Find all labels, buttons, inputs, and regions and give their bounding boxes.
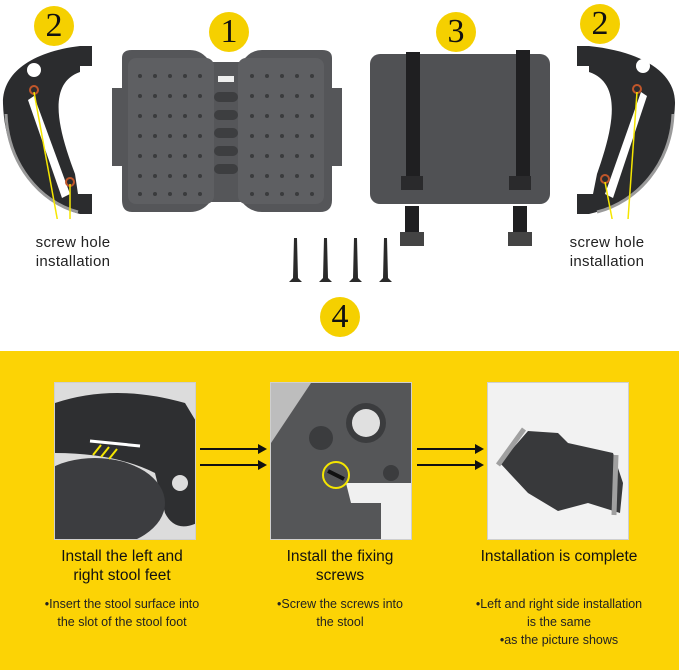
instruction-panel: Install the left and right stool feet •I…: [0, 351, 679, 670]
step-3-description: •Left and right side installation is the…: [446, 595, 672, 649]
step-1-image: [54, 382, 196, 540]
title-line: screws: [315, 567, 365, 584]
left-caption: screw hole installation: [18, 233, 128, 271]
caption-line: screw hole: [35, 234, 111, 251]
caption-line: screw hole: [569, 234, 645, 251]
badge-number: 4: [331, 298, 349, 335]
badge-number: 2: [45, 7, 63, 44]
badge-number: 2: [591, 5, 609, 42]
desc-line: •Screw the screws into: [277, 597, 403, 611]
right-stool-foot-image: [577, 46, 676, 219]
arrow-icon: [417, 444, 484, 470]
left-stool-foot-image: [2, 46, 92, 219]
step-1-description: •Insert the stool surface into the slot …: [9, 595, 235, 631]
arrow-icon: [200, 444, 267, 470]
badge-right-foot: 2: [580, 4, 620, 44]
cushion-image: [370, 50, 550, 246]
desc-line: •Left and right side installation: [475, 597, 643, 611]
desc-line: the slot of the stool foot: [57, 615, 187, 629]
step-3-image: [487, 382, 629, 540]
caption-line: installation: [569, 253, 645, 270]
title-line: right stool feet: [73, 567, 171, 584]
screws-image: [289, 238, 392, 282]
desc-line: •as the picture shows: [499, 633, 619, 647]
step-1-title: Install the left and right stool feet: [9, 547, 235, 585]
step-2-title: Install the fixing screws: [227, 547, 453, 585]
right-caption: screw hole installation: [552, 233, 662, 271]
badge-left-foot: 2: [34, 6, 74, 46]
title-line: Installation is complete: [480, 548, 638, 565]
title-line: Install the left and: [61, 548, 183, 565]
caption-line: installation: [35, 253, 111, 270]
title-line: Install the fixing: [286, 548, 394, 565]
step-2-image: [270, 382, 412, 540]
desc-line: •Insert the stool surface into: [44, 597, 200, 611]
step-2-description: •Screw the screws into the stool: [227, 595, 453, 631]
desc-line: the stool: [316, 615, 364, 629]
step-3-title: Installation is complete: [446, 547, 672, 566]
badge-cushion: 3: [436, 12, 476, 52]
stool-surface-image: [112, 50, 342, 212]
badge-number: 3: [447, 13, 465, 50]
badge-screws: 4: [320, 297, 360, 337]
badge-stool-surface: 1: [209, 12, 249, 52]
desc-line: is the same: [527, 615, 591, 629]
badge-number: 1: [220, 13, 238, 50]
